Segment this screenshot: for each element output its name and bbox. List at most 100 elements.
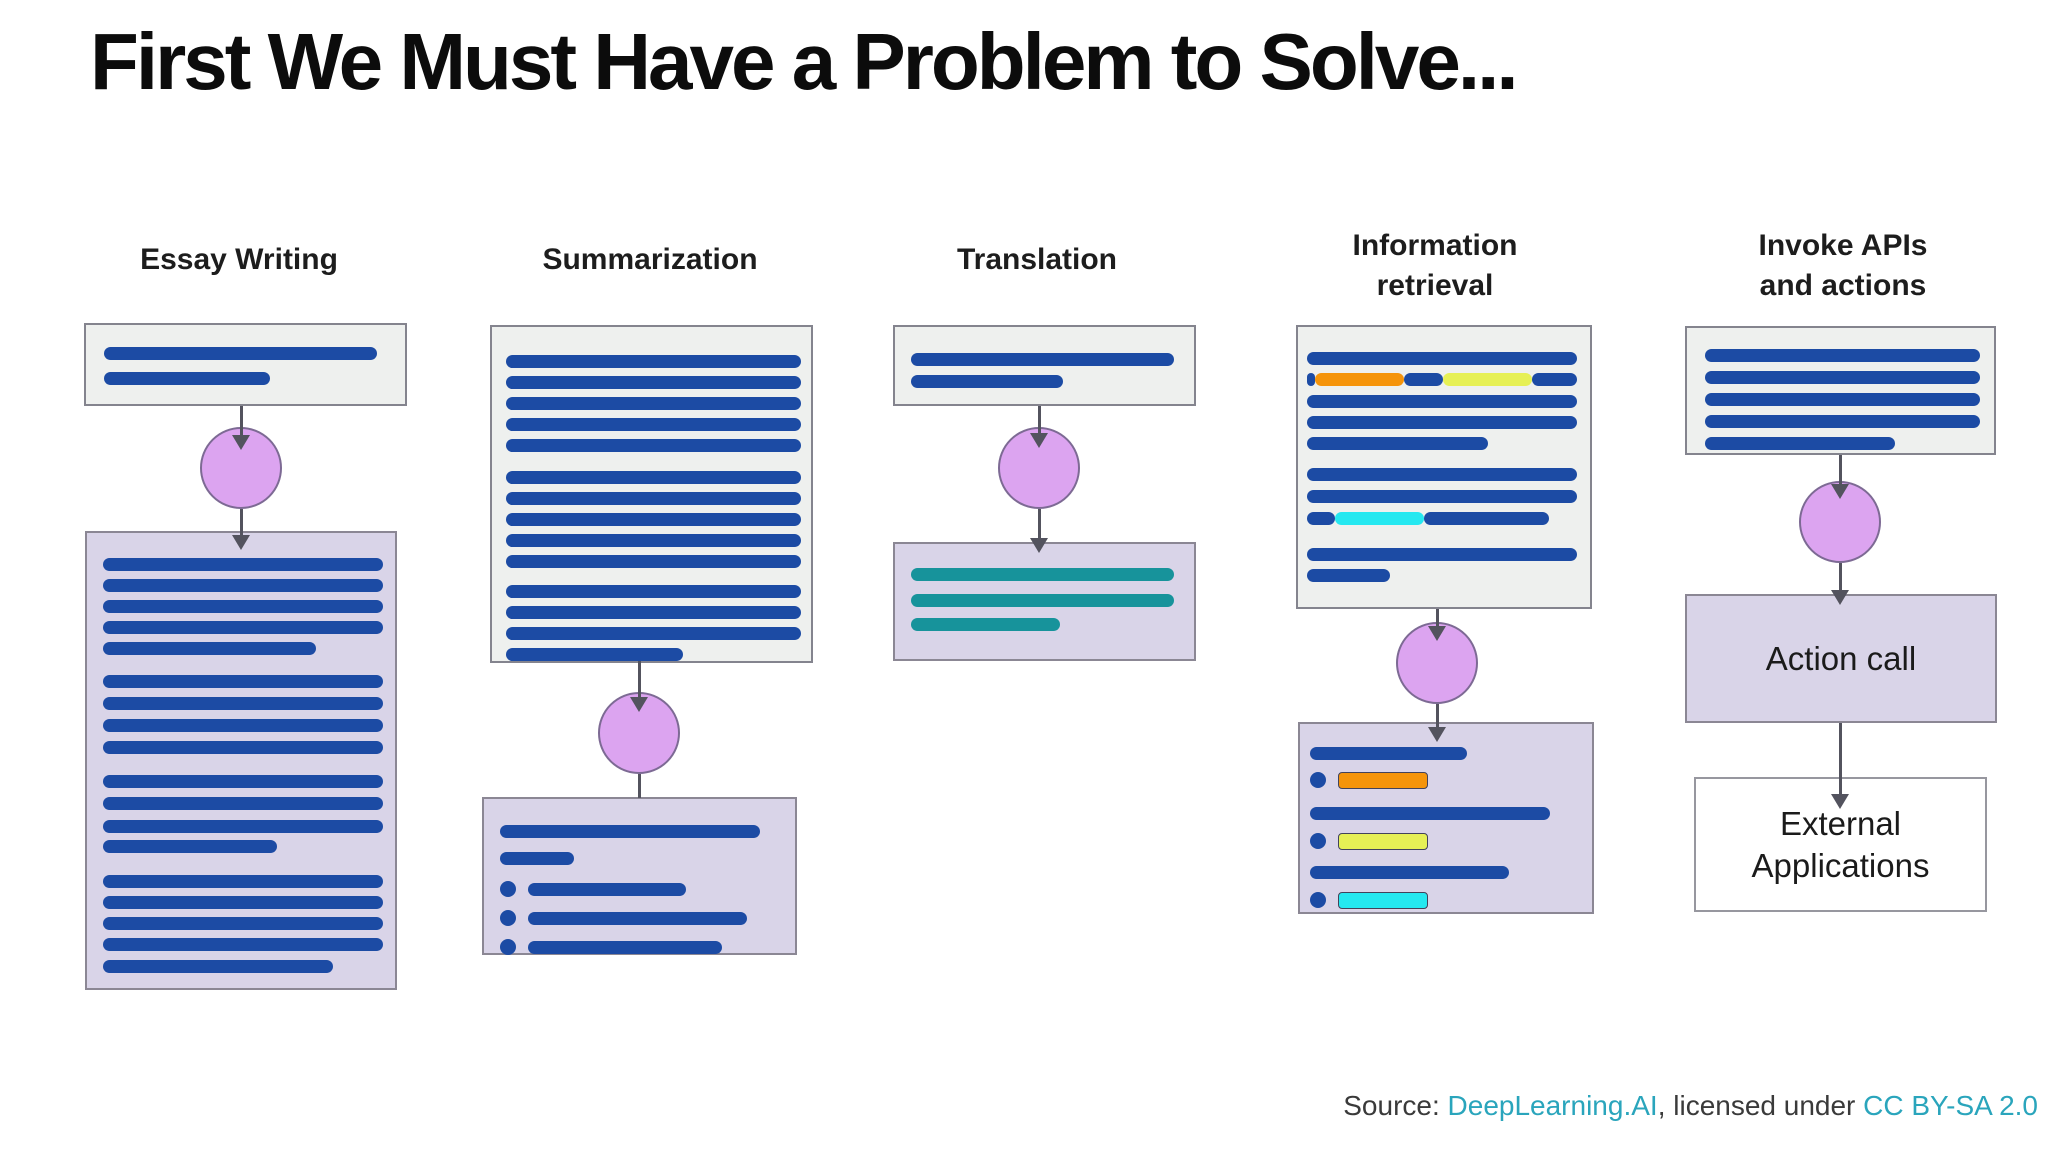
arrow-connector	[239, 406, 243, 435]
bullet-dot	[500, 939, 516, 955]
retrieval-results-document	[1298, 722, 1594, 914]
doc-line	[506, 606, 801, 619]
arrow-head-icon	[1428, 727, 1446, 742]
retrieval-source-document	[1296, 325, 1592, 609]
doc-line	[103, 579, 383, 592]
arrow-connector	[239, 509, 243, 535]
doc-line-segment	[1307, 512, 1335, 525]
arrow-connector	[1435, 704, 1439, 727]
bullet-dot	[1310, 772, 1326, 788]
doc-line	[103, 917, 383, 930]
attribution: Source: DeepLearning.AI, licensed under …	[1343, 1090, 2038, 1122]
doc-line	[911, 594, 1174, 607]
doc-line-segment	[1315, 373, 1405, 386]
doc-line	[103, 600, 383, 613]
source-link-deeplearning-ai[interactable]: DeepLearning.AI	[1447, 1090, 1658, 1121]
translation-source-document	[893, 325, 1196, 406]
arrow-head-icon	[1428, 626, 1446, 641]
source-prefix: Source:	[1343, 1090, 1448, 1121]
doc-line	[1310, 866, 1509, 879]
box-label: Action call	[1765, 639, 1917, 677]
bullet-dot	[1310, 892, 1326, 908]
doc-line	[103, 558, 383, 571]
summary-document	[482, 797, 797, 955]
doc-line	[1307, 569, 1391, 582]
doc-line-segment	[1443, 373, 1533, 386]
doc-line	[1307, 437, 1488, 450]
doc-line	[1310, 807, 1551, 820]
doc-line	[1310, 747, 1468, 760]
doc-line	[506, 492, 801, 505]
doc-line	[911, 375, 1063, 388]
doc-line-segment	[1423, 512, 1549, 525]
doc-line	[506, 439, 801, 452]
arrow-head-icon	[1030, 433, 1048, 448]
doc-line	[103, 642, 316, 655]
essay-prompt-document	[84, 323, 407, 406]
doc-line	[911, 568, 1174, 581]
translation-output-document	[893, 542, 1196, 661]
bullet-dot	[500, 910, 516, 926]
doc-line	[528, 883, 687, 896]
doc-line	[911, 353, 1174, 366]
arrow-connector	[1838, 723, 1842, 794]
arrow-head-icon	[232, 435, 250, 450]
arrow-head-icon	[232, 535, 250, 550]
arrow-connector	[1037, 406, 1041, 433]
doc-line	[103, 797, 383, 810]
bullet-dot	[500, 881, 516, 897]
doc-line	[103, 896, 383, 909]
doc-line-segment	[1404, 373, 1444, 386]
doc-line	[506, 555, 801, 568]
summarization-source-document	[490, 325, 813, 663]
arrow-head-icon	[1831, 484, 1849, 499]
doc-line	[1705, 415, 1980, 428]
doc-line	[506, 585, 801, 598]
doc-line	[103, 675, 383, 688]
arrow-head-icon	[1831, 794, 1849, 809]
api-prompt-document	[1685, 326, 1996, 455]
column-title-summarization: Summarization	[542, 243, 758, 276]
doc-line	[500, 825, 761, 838]
doc-line	[1307, 468, 1577, 481]
doc-line	[1307, 490, 1577, 503]
llm-circle-information-retrieval	[1396, 622, 1478, 704]
action-call-box: Action call	[1685, 594, 1997, 723]
doc-line	[1705, 437, 1895, 450]
doc-line	[506, 648, 683, 661]
doc-line	[506, 534, 801, 547]
doc-line	[1705, 371, 1980, 384]
doc-line	[103, 719, 383, 732]
doc-line	[506, 397, 801, 410]
highlight-pill	[1338, 892, 1428, 909]
doc-line	[506, 376, 801, 389]
highlight-pill	[1338, 772, 1428, 789]
doc-line	[1705, 393, 1980, 406]
doc-line	[506, 355, 801, 368]
doc-line	[911, 618, 1061, 631]
doc-line	[1307, 352, 1577, 365]
doc-line	[103, 960, 333, 973]
arrow-connector	[637, 774, 641, 798]
doc-line	[103, 938, 383, 951]
arrow-head-icon	[1831, 590, 1849, 605]
doc-line	[506, 418, 801, 431]
arrow-connector	[637, 661, 641, 697]
source-link-cc-by-sa[interactable]: CC BY-SA 2.0	[1863, 1090, 2038, 1121]
doc-line	[104, 347, 377, 360]
doc-line	[103, 875, 383, 888]
doc-line	[103, 697, 383, 710]
slide-title: First We Must Have a Problem to Solve...	[90, 17, 1519, 106]
doc-line	[103, 741, 383, 754]
doc-line	[500, 852, 574, 865]
doc-line	[104, 372, 271, 385]
doc-line-segment	[1334, 512, 1424, 525]
doc-line	[1307, 416, 1577, 429]
doc-line	[1705, 349, 1980, 362]
box-label: External Applications	[1751, 805, 1930, 884]
column-title-essay-writing: Essay Writing	[140, 243, 338, 276]
bullet-dot	[1310, 833, 1326, 849]
doc-line	[506, 471, 801, 484]
